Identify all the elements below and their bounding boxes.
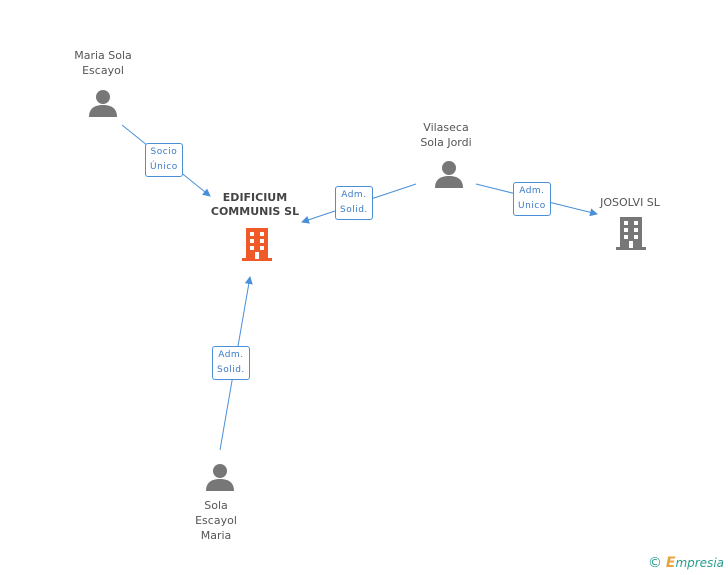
node-label-josolvi: JOSOLVI SL [590, 195, 670, 210]
node-name-line: Maria Sola [74, 49, 132, 62]
person-icon[interactable] [88, 89, 118, 119]
edge-label-line: Socio [150, 147, 178, 157]
person-icon[interactable] [205, 463, 235, 493]
edge-label-socio-unico[interactable]: Socio Único [145, 143, 183, 177]
node-name-line: Escayol [82, 64, 124, 77]
edge-label-adm-solid-vilaseca[interactable]: Adm. Solid. [335, 186, 373, 220]
edge-label-line: Solid. [340, 205, 368, 215]
node-name-line: Maria [200, 529, 232, 542]
node-label-edificium-communis: EDIFICIUM COMMUNIS SL [200, 191, 310, 219]
building-icon[interactable] [615, 216, 647, 250]
node-name-line: EDIFICIUM [222, 191, 288, 204]
edge-label-adm-unico[interactable]: Adm. Unico [513, 182, 551, 216]
node-label-sola-escayol-maria: Sola Escayol Maria [176, 498, 256, 543]
edge-label-line: Solid. [217, 365, 245, 375]
copyright-icon: © [647, 555, 662, 571]
node-name-line: Sola [204, 499, 228, 512]
node-name-line: JOSOLVI SL [600, 196, 660, 209]
person-icon[interactable] [434, 160, 464, 190]
node-name-line: COMMUNIS SL [210, 205, 300, 218]
node-name-line: Vilaseca [423, 121, 469, 134]
node-label-vilaseca-sola-jordi: Vilaseca Sola Jordi [403, 120, 489, 150]
edge-label-adm-solid-sola[interactable]: Adm. Solid. [212, 346, 250, 380]
building-icon-main[interactable] [241, 227, 273, 261]
brand-footer: © E mpresia [648, 555, 724, 571]
brand-initial: E [665, 555, 676, 571]
edge-label-line: Adm. [519, 186, 545, 196]
edge-label-line: Adm. [341, 190, 367, 200]
node-name-line: Escayol [195, 514, 237, 527]
brand-name: mpresia [675, 556, 724, 570]
edge-label-line: Adm. [218, 350, 244, 360]
node-label-maria-sola-escayol: Maria Sola Escayol [60, 48, 146, 78]
edge-label-line: Único [150, 162, 178, 172]
node-name-line: Sola Jordi [420, 136, 472, 149]
edge-label-line: Unico [518, 201, 546, 211]
